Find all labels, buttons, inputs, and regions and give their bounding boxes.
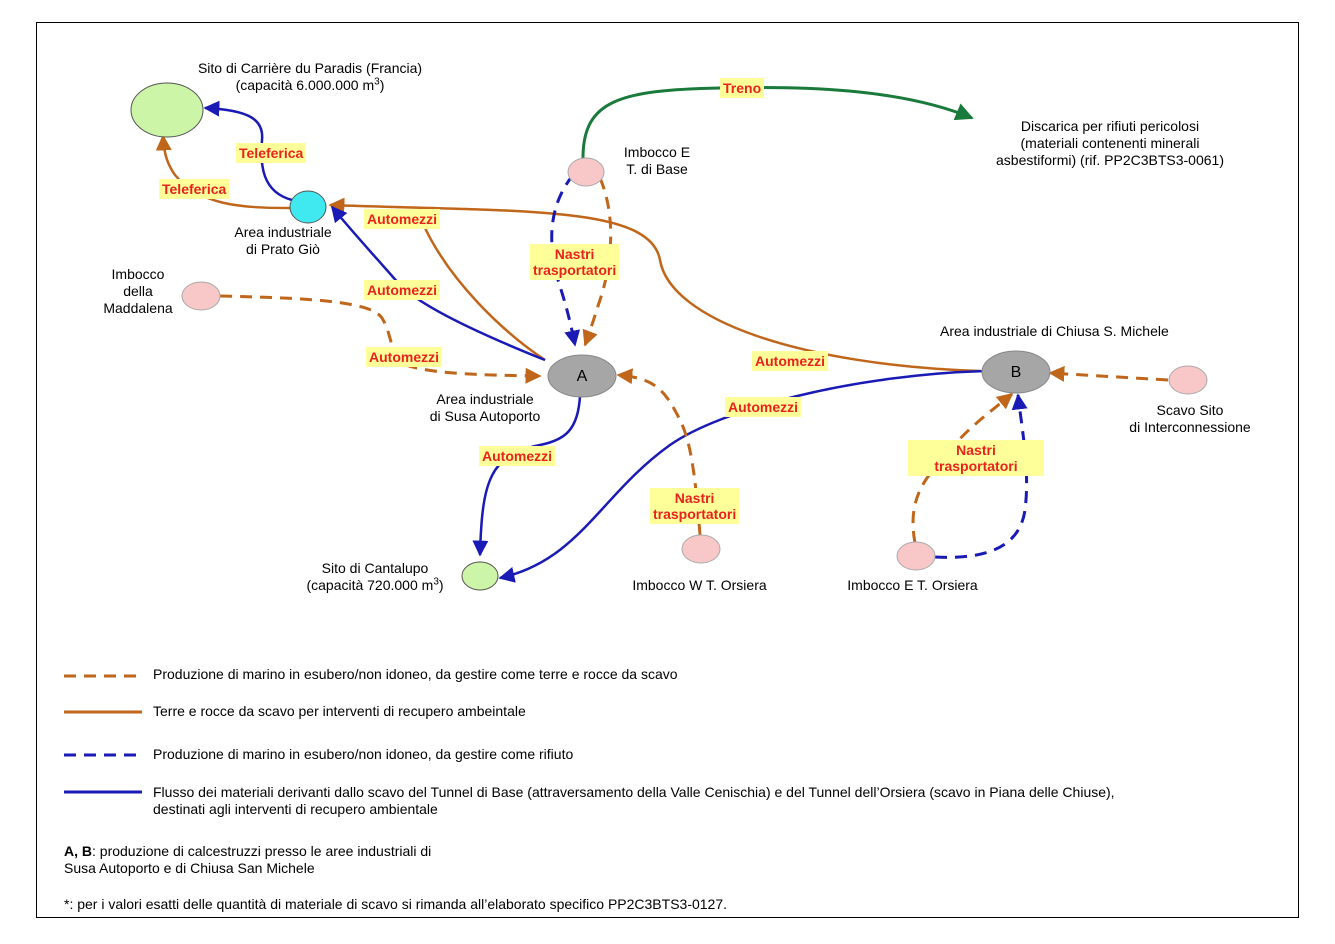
legend-text-orange-dashed: Produzione di marino in esubero/non idon… bbox=[153, 666, 678, 682]
automezzi-maddalena-line bbox=[219, 294, 542, 384]
tag-automezzi-chiusa: Automezzi bbox=[752, 351, 828, 371]
maddalena-label: Imbocco della Maddalena bbox=[103, 266, 173, 316]
legend-text-orange-solid: Terre e rocce da scavo per interventi di… bbox=[153, 703, 526, 719]
carriere-name: Sito di Carrière du Paradis (Francia) bbox=[197, 60, 423, 76]
tag-teleferica-top: Teleferica bbox=[236, 143, 307, 163]
tag-teleferica-left: Teleferica bbox=[159, 179, 230, 199]
node-scavo bbox=[1168, 365, 1208, 395]
node-b bbox=[981, 350, 1051, 394]
imbocco-w-orsiera-label: Imbocco W T. Orsiera bbox=[632, 577, 767, 593]
tag-nastri-e-orsiera: Nastri trasportatori bbox=[908, 440, 1044, 476]
nastri-w-orsiera-line bbox=[616, 368, 702, 536]
node-a bbox=[547, 354, 617, 398]
tag-automezzi-cantalupo: Automezzi bbox=[479, 446, 555, 466]
footnote: *: per i valori esatti delle quantità di… bbox=[64, 896, 728, 912]
tag-automezzi-maddalena: Automezzi bbox=[366, 347, 442, 367]
tag-automezzi-mid: Automezzi bbox=[364, 280, 440, 300]
node-cantalupo bbox=[461, 561, 499, 591]
cantalupo-label: Sito di Cantalupo (capacità 720.000 m3) bbox=[290, 560, 460, 594]
automezzi-scavo-line bbox=[1048, 365, 1169, 382]
imbocco-e-base-label: Imbocco E T. di Base bbox=[623, 144, 691, 177]
node-a-letter: A bbox=[576, 368, 588, 385]
tag-nastri-w-orsiera: Nastri trasportatori bbox=[650, 488, 740, 524]
legend-text-blue-solid: Flusso dei materiali derivanti dallo sca… bbox=[153, 784, 1115, 817]
nastri-e-orsiera-blue-line bbox=[934, 393, 1029, 559]
note-ab: A, B: produzione di calcestruzzi presso … bbox=[64, 843, 432, 876]
node-b-letter: B bbox=[1010, 364, 1022, 381]
node-prato-gio bbox=[289, 190, 327, 224]
node-b-label: Area industriale di Chiusa S. Michele bbox=[940, 323, 1169, 339]
scavo-label: Scavo Sito di Interconnessione bbox=[1129, 402, 1251, 435]
automezzi-b-cantalupo-line bbox=[498, 369, 986, 583]
teleferica-top-line bbox=[203, 100, 293, 202]
node-imbocco-w-orsiera bbox=[681, 534, 721, 564]
node-a-label: Area industriale di Susa Autoporto bbox=[429, 391, 541, 424]
node-imbocco-e-base bbox=[567, 157, 605, 187]
tag-nastri-base: Nastri trasportatori bbox=[530, 244, 620, 280]
diagram-frame bbox=[36, 22, 1299, 918]
discarica-label: Discarica per rifiuti pericolosi (materi… bbox=[996, 118, 1224, 168]
tag-treno: Treno bbox=[720, 78, 765, 98]
cantalupo-capacity: (capacità 720.000 m3) bbox=[306, 576, 444, 593]
node-carriere bbox=[130, 82, 204, 138]
carriere-capacity: (capacità 6.000.000 m3) bbox=[235, 76, 385, 93]
tag-automezzi-blue: Automezzi bbox=[725, 397, 801, 417]
node-maddalena bbox=[181, 281, 221, 311]
carriere-label: Sito di Carrière du Paradis (Francia) (c… bbox=[170, 60, 450, 94]
prato-gio-label: Area industriale di Prato Giò bbox=[234, 224, 332, 257]
tag-automezzi-prato: Automezzi bbox=[364, 209, 440, 229]
legend-text-blue-dashed: Produzione di marino in esubero/non idon… bbox=[153, 746, 574, 762]
imbocco-e-orsiera-label: Imbocco E T. Orsiera bbox=[847, 577, 978, 593]
node-imbocco-e-orsiera bbox=[896, 541, 936, 571]
automezzi-a-prato-line bbox=[423, 227, 546, 362]
